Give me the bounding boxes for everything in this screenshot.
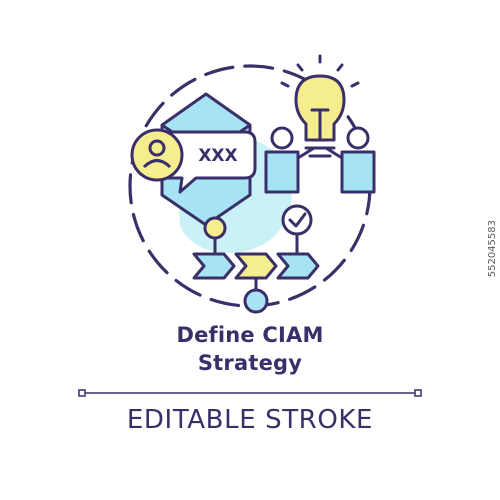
team-icon <box>264 126 376 194</box>
stock-id-label: 552045583 <box>487 220 498 278</box>
connector-node-icon <box>243 278 269 314</box>
password-bubble-icon <box>161 130 257 194</box>
title-line-1: Define CIAM <box>176 323 324 347</box>
checkmark-icon <box>281 204 313 256</box>
editable-stroke-guide <box>78 389 422 397</box>
user-avatar-icon <box>130 128 184 182</box>
start-node-icon <box>203 216 227 254</box>
password-mask-text: XXX <box>198 146 237 166</box>
title-line-2: Strategy <box>197 351 303 375</box>
lightbulb-icon <box>280 54 360 158</box>
editable-stroke-caption: EDITABLE STROKE <box>126 405 374 435</box>
flow-arrows-icon <box>192 252 320 280</box>
